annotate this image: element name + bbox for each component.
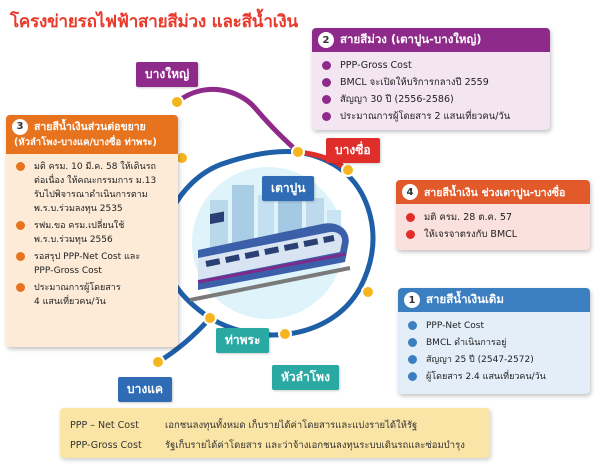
- blue-item: BMCL ดำเนินการอยู่: [426, 338, 507, 348]
- orange-item-line: รับไปพิจารณาดำเนินการตาม: [34, 190, 148, 200]
- orange-card-subtitle: (หัวลำโพง-บางแค/บางซื่อ ท่าพระ): [14, 137, 157, 148]
- orange-item-line: ประมาณการผู้โดยสาร: [34, 283, 121, 293]
- bang-sue-dot: [341, 163, 355, 177]
- orange-item-line: พ.ร.บ.ร่วมทุน 2556: [34, 235, 113, 245]
- blue-item: ผู้โดยสาร 2.4 แสนเที่ยวคน/วัน: [426, 372, 546, 382]
- blue-card-title: สายสีน้ำเงินเดิม: [426, 292, 504, 306]
- red-item: ให้เจรจาตรงกับ BMCL: [424, 229, 518, 240]
- purple-card-title: สายสีม่วง (เตาปูน-บางใหญ่): [340, 32, 482, 46]
- orange-item-line: ต่อเนื่อง ให้คณะกรรมการ ม.13: [34, 176, 157, 186]
- bang-khae-dot: [151, 355, 165, 369]
- orange-line-card: 3 สายสีน้ำเงินส่วนต่อขยาย (หัวลำโพง-บางแ…: [6, 115, 178, 347]
- blue-card-header: 1 สายสีน้ำเงินเดิม: [398, 288, 590, 312]
- train-illustration: [189, 211, 351, 302]
- page-title: โครงข่ายรถไฟฟ้าสายสีม่วง และสีน้ำเงิน: [10, 12, 298, 32]
- red-card-header: 4 สายสีน้ำเงิน ช่วงเตาปูน-บางซื่อ: [396, 180, 590, 204]
- bang-yai-dot: [170, 95, 184, 109]
- blue-item: PPP-Net Cost: [426, 321, 484, 331]
- legend-key: PPP – Net Cost: [70, 420, 139, 431]
- orange-card-number: 3: [12, 118, 28, 135]
- purple-card-number: 2: [318, 32, 334, 48]
- blue-item: สัญญา 25 ปี (2547-2572): [426, 355, 534, 365]
- orange-item-line: 4 แสนเที่ยวคน/วัน: [34, 297, 106, 307]
- legend-row-net-cost: PPP – Net Cost เอกชนลงทุนทั้งหมด เก็บราย…: [70, 418, 417, 433]
- hua-lamphong-dot: [278, 327, 292, 341]
- orange-item-line: PPP-Gross Cost: [34, 266, 102, 276]
- legend-desc: รัฐเก็บรายได้ค่าโดยสาร และว่าจ้างเอกชนลง…: [165, 440, 465, 451]
- station-hua-lamphong: หัวลำโพง: [272, 365, 339, 390]
- tao-poon-dot: [291, 145, 305, 159]
- purple-item: ประมาณการผู้โดยสาร 2 แสนเที่ยวคน/วัน: [340, 111, 511, 122]
- station-tha-phra: ท่าพระ: [216, 328, 270, 353]
- legend-desc: เอกชนลงทุนทั้งหมด เก็บรายได้ค่าโดยสารและ…: [165, 420, 418, 431]
- orange-item-line: รฟม.ขอ ครม.เปลี่ยนใช้: [34, 221, 125, 231]
- purple-item: สัญญา 30 ปี (2556-2586): [340, 94, 454, 105]
- red-item: มติ ครม. 28 ต.ค. 57: [424, 212, 512, 223]
- orange-card-header: 3 สายสีน้ำเงินส่วนต่อขยาย (หัวลำโพง-บางแ…: [6, 115, 178, 154]
- purple-card-header: 2 สายสีม่วง (เตาปูน-บางใหญ่): [312, 28, 550, 52]
- blue-card-number: 1: [404, 292, 420, 308]
- station-bang-yai: บางใหญ่: [136, 62, 199, 87]
- station-tao-poon: เตาปูน: [262, 176, 315, 201]
- orange-item-line: พ.ร.บ.ร่วมลงทุน 2535: [34, 204, 123, 214]
- station-bang-sue: บางซื่อ: [326, 138, 380, 163]
- purple-line: [174, 86, 301, 155]
- orange-item-line: มติ ครม. 10 มี.ค. 58 ให้เดินรถ: [34, 162, 156, 172]
- blue-line-card: 1 สายสีน้ำเงินเดิม PPP-Net Cost BMCL ดำเ…: [398, 288, 590, 394]
- tha-phra-dot: [203, 311, 217, 325]
- blue-card-dot: [361, 285, 375, 299]
- legend-row-gross-cost: PPP-Gross Cost รัฐเก็บรายได้ค่าโดยสาร แล…: [70, 438, 465, 453]
- orange-item-line: รอสรุป PPP-Net Cost และ: [34, 252, 141, 262]
- ppp-legend: PPP – Net Cost เอกชนลงทุนทั้งหมด เก็บราย…: [60, 408, 490, 458]
- station-bang-khae: บางแค: [118, 377, 172, 402]
- legend-key: PPP-Gross Cost: [70, 440, 142, 451]
- orange-card-title: สายสีน้ำเงินส่วนต่อขยาย: [34, 121, 146, 133]
- purple-line-card: 2 สายสีม่วง (เตาปูน-บางใหญ่) PPP-Gross C…: [312, 28, 550, 130]
- red-card-number: 4: [402, 184, 418, 200]
- purple-item: PPP-Gross Cost: [340, 60, 412, 71]
- red-line-card: 4 สายสีน้ำเงิน ช่วงเตาปูน-บางซื่อ มติ คร…: [396, 180, 590, 250]
- purple-item: BMCL จะเปิดให้บริการกลางปี 2559: [340, 77, 489, 88]
- red-card-title: สายสีน้ำเงิน ช่วงเตาปูน-บางซื่อ: [424, 186, 566, 199]
